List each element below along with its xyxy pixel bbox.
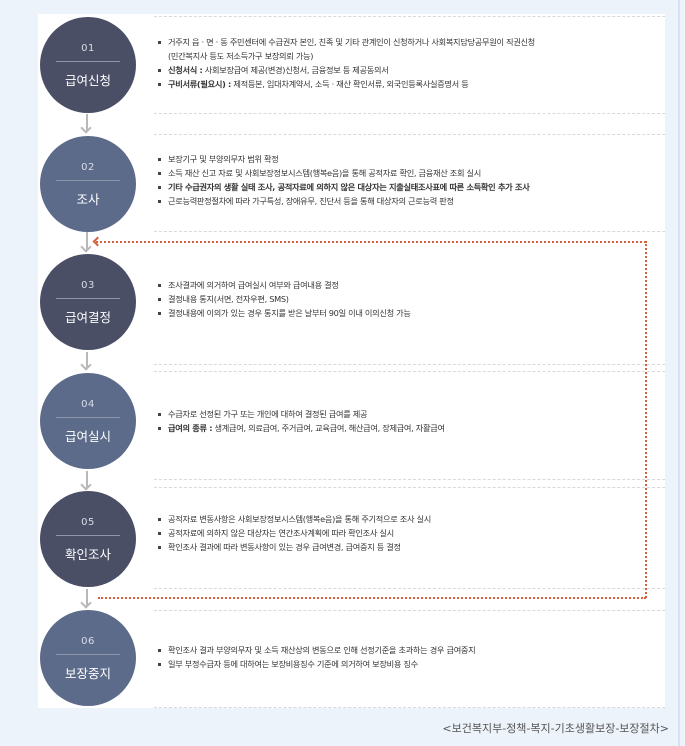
bullet-item: 공적자료 변동사항은 사회보장정보시스템(행복e음)을 통해 주기적으로 조사 … <box>158 512 431 526</box>
step-circle: 06 보장중지 <box>40 610 136 706</box>
bullet-list: 거주지 읍 · 면 · 동 주민센터에 수급권자 본인, 친족 및 기타 관계인… <box>158 35 535 91</box>
down-arrow-icon <box>86 232 88 250</box>
source-caption: <보건복지부-정책-복지-기초생활보장-보장절차> <box>442 722 669 735</box>
bullet-item: 수급자로 선정된 가구 또는 개인에 대하여 결정된 급여를 제공 <box>158 407 445 421</box>
step-02: 02 조사 보장기구 및 부양의무자 범위 확정 소득 재산 신고 자료 및 사… <box>38 134 665 234</box>
bullet-item: 공적자료에 의하지 않은 대상자는 연간조사계획에 따라 확인조사 실시 <box>158 526 431 540</box>
bullet-item: 확인조사 결과에 따라 변동사항이 있는 경우 급여변경, 급여중지 등 결정 <box>158 540 431 554</box>
divider <box>56 417 120 418</box>
bullet-item: 결정내용에 이의가 있는 경우 통지를 받은 날부터 90일 이내 이의신청 가… <box>158 306 411 320</box>
step-description: 확인조사 결과 부양의무자 및 소득 재산상의 변동으로 인해 선정기준을 초과… <box>154 610 665 708</box>
step-title: 조사 <box>76 192 100 207</box>
bullet-item: 급여의 종류 : 생계급여, 의료급여, 주거급여, 교육급여, 해산급여, 장… <box>158 421 445 435</box>
bullet-item: 일부 부정수급자 등에 대하여는 보장비용징수 기준에 의거하여 보장비용 징수 <box>158 657 475 671</box>
bullet-list: 확인조사 결과 부양의무자 및 소득 재산상의 변동으로 인해 선정기준을 초과… <box>158 643 476 671</box>
bullet-item: 확인조사 결과 부양의무자 및 소득 재산상의 변동으로 인해 선정기준을 초과… <box>158 643 476 657</box>
step-number: 01 <box>81 43 95 54</box>
step-title: 급여결정 <box>64 310 111 325</box>
bullet-item: 결정내용 통지(서면, 전자우편, SMS) <box>158 292 411 306</box>
bullet-list: 보장기구 및 부양의무자 범위 확정 소득 재산 신고 자료 및 사회보장정보시… <box>158 152 530 208</box>
step-description: 보장기구 및 부양의무자 범위 확정 소득 재산 신고 자료 및 사회보장정보시… <box>154 134 665 232</box>
step-description: 거주지 읍 · 면 · 동 주민센터에 수급권자 본인, 친족 및 기타 관계인… <box>154 16 665 114</box>
bullet-list: 수급자로 선정된 가구 또는 개인에 대하여 결정된 급여를 제공 급여의 종류… <box>158 407 445 435</box>
page-edge <box>678 0 680 746</box>
step-description: 조사결과에 의거하여 급여실시 여부와 급여내용 결정 결정내용 통지(서면, … <box>154 252 665 365</box>
step-number: 05 <box>81 517 95 528</box>
step-05: 05 확인조사 공적자료 변동사항은 사회보장정보시스템(행복e음)을 통해 주… <box>38 487 665 591</box>
step-title: 확인조사 <box>64 547 111 562</box>
bullet-item: 기타 수급권자의 생활 실태 조사, 공적자료에 의하지 않은 대상자는 지출실… <box>158 180 530 194</box>
step-number: 06 <box>81 636 95 647</box>
step-circle: 03 급여결정 <box>40 254 136 350</box>
step-circle: 05 확인조사 <box>40 491 136 587</box>
divider <box>56 61 120 62</box>
down-arrow-icon <box>86 471 88 488</box>
step-number: 04 <box>81 399 95 410</box>
step-description: 공적자료 변동사항은 사회보장정보시스템(행복e음)을 통해 주기적으로 조사 … <box>154 487 665 589</box>
process-panel: 01 급여신청 거주지 읍 · 면 · 동 주민센터에 수급권자 본인, 친족 … <box>38 14 665 708</box>
bullet-item: 근로능력판정절차에 따라 가구특성, 장애유무, 진단서 등을 통해 대상자의 … <box>158 194 529 208</box>
bullet-item: 조사결과에 의거하여 급여실시 여부와 급여내용 결정 <box>158 278 411 292</box>
step-description: 수급자로 선정된 가구 또는 개인에 대하여 결정된 급여를 제공 급여의 종류… <box>154 371 665 480</box>
bullet-continuation: (민간복지사 등도 저소득가구 보장의뢰 가능) <box>168 51 314 61</box>
feedback-loop-vertical <box>645 241 647 598</box>
step-title: 급여신청 <box>64 73 111 88</box>
feedback-loop-bottom <box>98 597 646 599</box>
step-circle: 01 급여신청 <box>40 17 136 113</box>
step-01: 01 급여신청 거주지 읍 · 면 · 동 주민센터에 수급권자 본인, 친족 … <box>38 14 665 114</box>
divider <box>56 298 120 299</box>
divider <box>56 180 120 181</box>
feedback-loop-top <box>96 241 646 243</box>
arrow-left-icon <box>92 236 103 247</box>
bullet-list: 조사결과에 의거하여 급여실시 여부와 급여내용 결정 결정내용 통지(서면, … <box>158 278 411 320</box>
bullet-item: 보장기구 및 부양의무자 범위 확정 <box>158 152 529 166</box>
step-title: 보장중지 <box>64 666 111 681</box>
step-number: 02 <box>81 162 95 173</box>
step-title: 급여실시 <box>64 429 111 444</box>
divider <box>56 654 120 655</box>
bullet-item: 구비서류(필요시) : 제적등본, 임대차계약서, 소득 · 재산 확인서류, … <box>158 77 535 91</box>
bullet-item: 거주지 읍 · 면 · 동 주민센터에 수급권자 본인, 친족 및 기타 관계인… <box>158 35 535 49</box>
step-circle: 04 급여실시 <box>40 373 136 469</box>
step-06: 06 보장중지 확인조사 결과 부양의무자 및 소득 재산상의 변동으로 인해 … <box>38 610 665 708</box>
step-04: 04 급여실시 수급자로 선정된 가구 또는 개인에 대하여 결정된 급여를 제… <box>38 371 665 481</box>
bullet-item: 신청서식 : 사회보장급여 제공(변경)신청서, 금융정보 등 제공동의서 <box>158 63 535 77</box>
step-03: 03 급여결정 조사결과에 의거하여 급여실시 여부와 급여내용 결정 결정내용… <box>38 252 665 365</box>
down-arrow-icon <box>86 589 88 606</box>
divider <box>56 535 120 536</box>
bullet-item: 소득 재산 신고 자료 및 사회보장정보시스템(행복e음)을 통해 공적자료 확… <box>158 166 529 180</box>
step-circle: 02 조사 <box>40 136 136 232</box>
down-arrow-icon <box>86 352 88 368</box>
step-number: 03 <box>81 280 95 291</box>
down-arrow-icon <box>86 114 88 131</box>
bullet-list: 공적자료 변동사항은 사회보장정보시스템(행복e음)을 통해 주기적으로 조사 … <box>158 512 431 554</box>
